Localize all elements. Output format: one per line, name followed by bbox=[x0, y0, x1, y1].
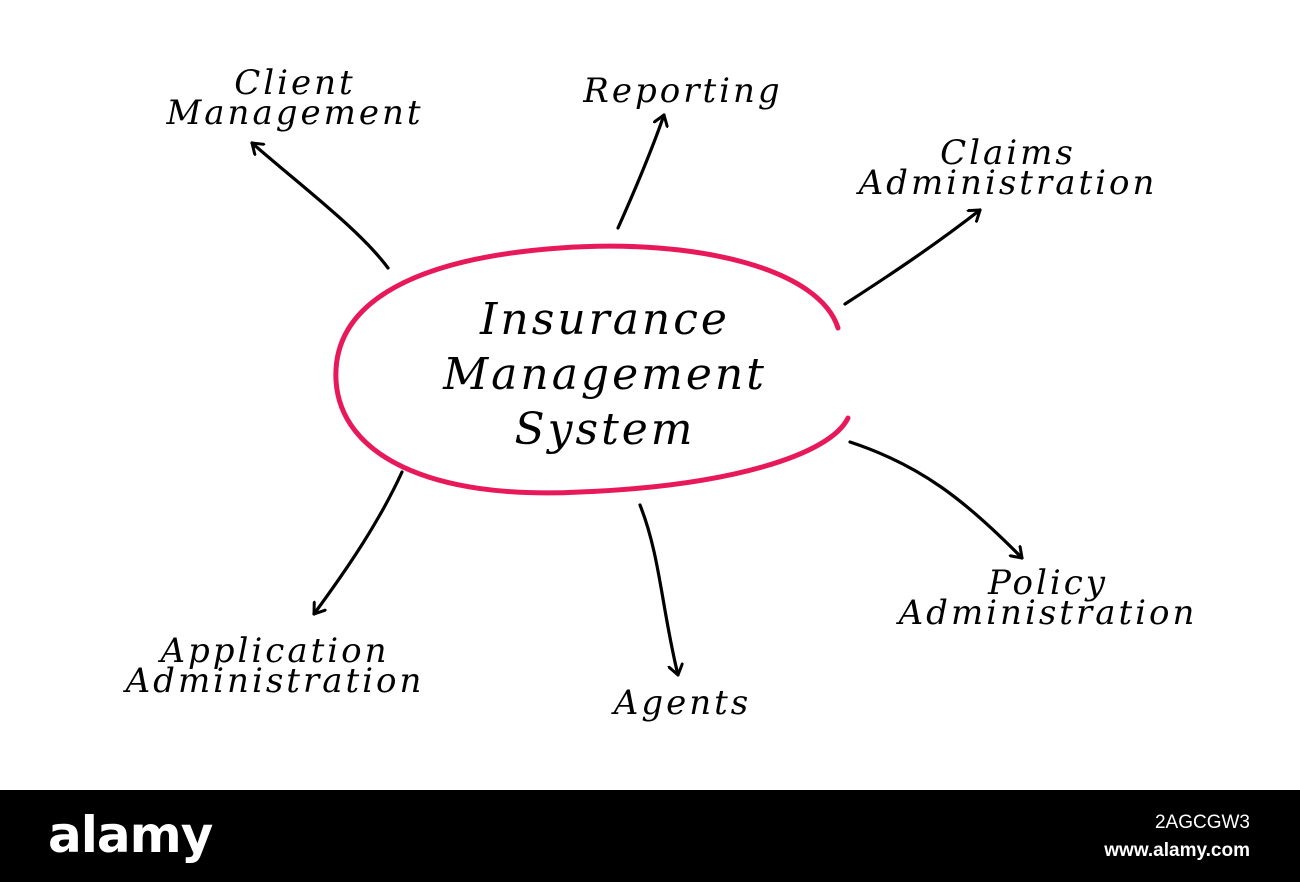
diagram-canvas: Insurance Management System Client Manag… bbox=[65, 63, 1258, 723]
arrow-claims-administration bbox=[843, 208, 982, 306]
node-client-management: Client Management bbox=[125, 63, 465, 133]
node-application-administration-line-2: Administration bbox=[125, 661, 425, 701]
center-line-2: Management bbox=[443, 349, 767, 400]
center-line-3: System bbox=[514, 404, 696, 455]
image-id: 2AGCGW3 bbox=[1154, 812, 1250, 833]
watermark-bar: alamy 2AGCGW3 www.alamy.com bbox=[0, 790, 1300, 882]
arrow-policy-administration bbox=[848, 440, 1024, 560]
node-reporting: Reporting bbox=[548, 71, 818, 111]
node-client-management-line-1: Client bbox=[234, 63, 356, 103]
arrow-client-management bbox=[250, 141, 390, 270]
node-application-administration-line-1: Application bbox=[160, 631, 390, 671]
arrow-agents bbox=[638, 503, 678, 677]
node-policy-administration: Policy Administration bbox=[838, 563, 1258, 633]
node-application-administration: Application Administration bbox=[65, 631, 485, 701]
center-label: Insurance Management System bbox=[370, 292, 840, 457]
node-claims-administration: Claims Administration bbox=[798, 133, 1218, 203]
alamy-logo: alamy bbox=[48, 806, 213, 864]
center-line-1: Insurance bbox=[480, 294, 730, 345]
node-agents: Agents bbox=[585, 683, 780, 723]
site-url: www.alamy.com bbox=[1104, 840, 1250, 861]
node-policy-administration-line-2: Administration bbox=[898, 593, 1198, 633]
node-reporting-line-1: Reporting bbox=[583, 71, 783, 111]
arrow-reporting bbox=[616, 113, 664, 230]
diagram-drawing bbox=[250, 113, 1024, 677]
node-client-management-line-2: Management bbox=[166, 93, 424, 133]
node-claims-administration-line-1: Claims bbox=[940, 133, 1076, 173]
arrow-application-administration bbox=[312, 470, 404, 616]
center-ellipse bbox=[333, 243, 851, 496]
node-policy-administration-line-1: Policy bbox=[988, 563, 1108, 603]
node-claims-administration-line-2: Administration bbox=[858, 163, 1158, 203]
node-agents-line-1: Agents bbox=[613, 683, 752, 723]
